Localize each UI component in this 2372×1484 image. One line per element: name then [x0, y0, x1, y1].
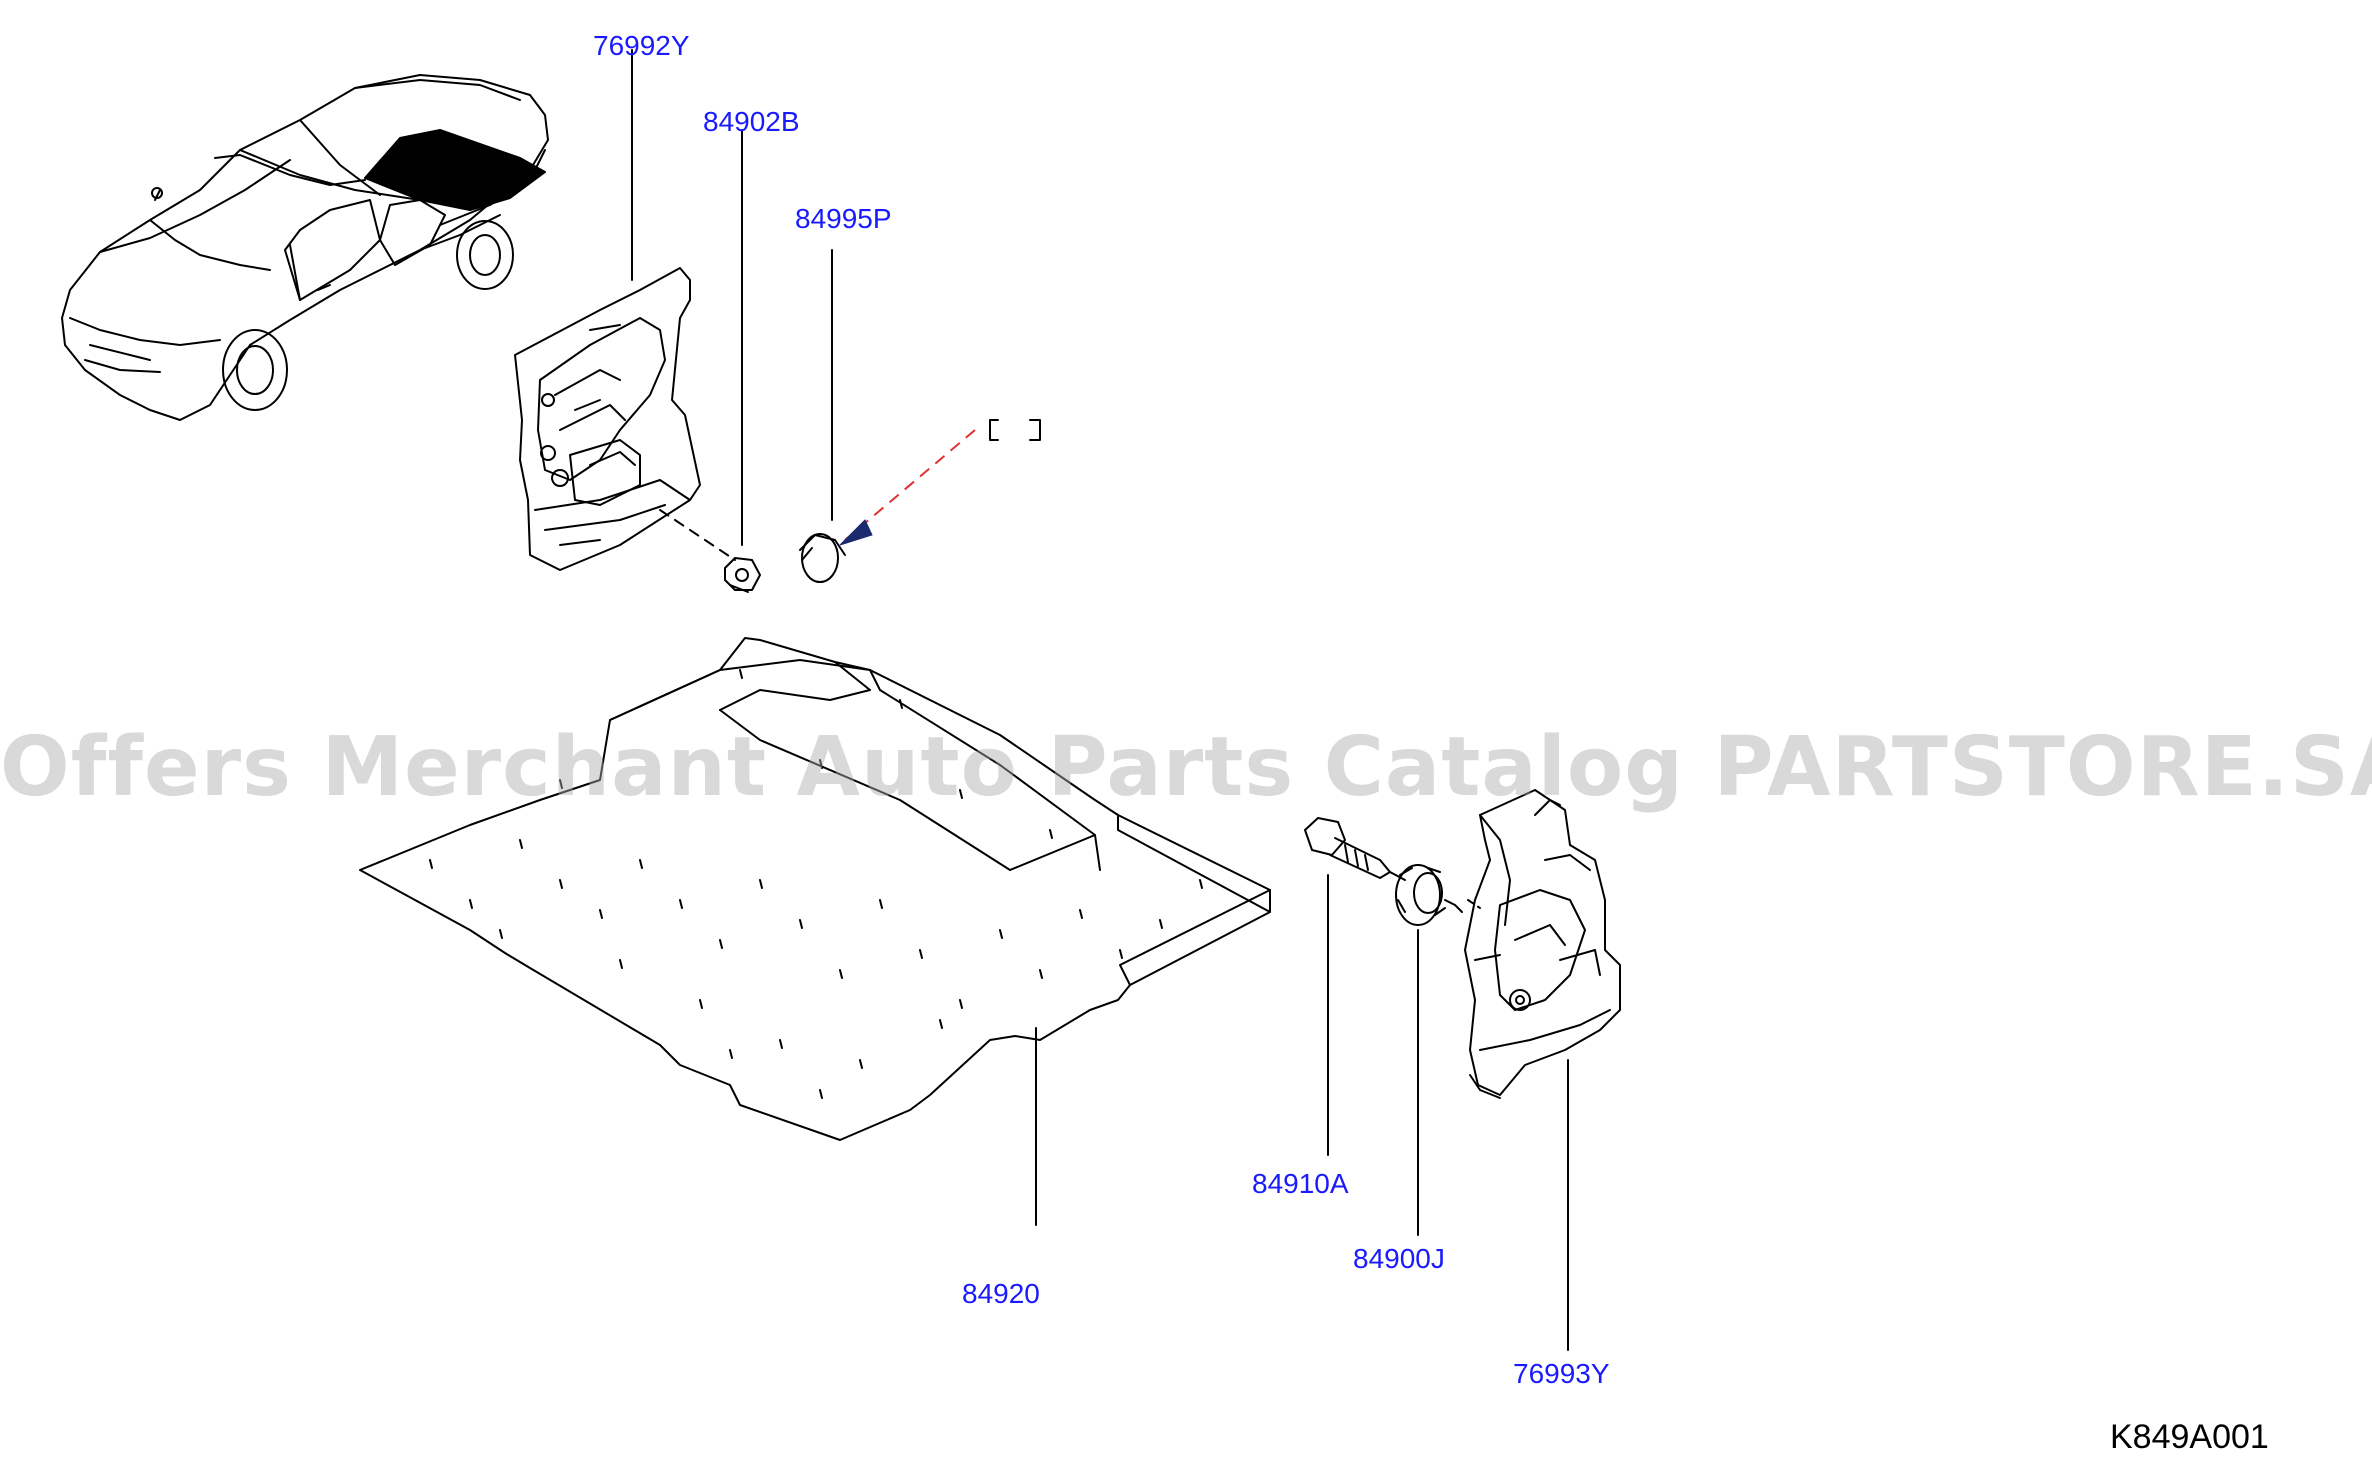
- dashed-connector-nut: [659, 509, 736, 561]
- part-label-84920[interactable]: 84920: [962, 1278, 1040, 1309]
- part-label-84900J[interactable]: 84900J: [1353, 1243, 1445, 1274]
- part-label-76993Y[interactable]: 76993Y: [1513, 1358, 1610, 1389]
- grommet-84900J: [1395, 864, 1481, 926]
- part-label-76992Y[interactable]: 76992Y: [593, 30, 690, 61]
- part-label-84902B[interactable]: 84902B: [703, 106, 800, 137]
- arrowhead-84995P: [839, 519, 873, 546]
- right-side-finisher-part: [1464, 789, 1621, 1099]
- nut-84902B: [724, 557, 761, 593]
- left-side-finisher-part: [514, 267, 701, 571]
- clip-84995P: [799, 533, 846, 583]
- bracket-marker: [989, 419, 1041, 441]
- trunk-floor-highlight: [364, 129, 546, 211]
- trunk-floor-mat-part: [359, 637, 1271, 1141]
- part-label-84910A[interactable]: 84910A: [1252, 1168, 1349, 1199]
- screw-84910A: [1304, 817, 1406, 881]
- car-illustration: [61, 74, 549, 421]
- figure-code: K849A001: [2110, 1418, 2269, 1456]
- part-label-84995P[interactable]: 84995P: [795, 203, 892, 234]
- dashed-leader-84995P: [844, 429, 976, 541]
